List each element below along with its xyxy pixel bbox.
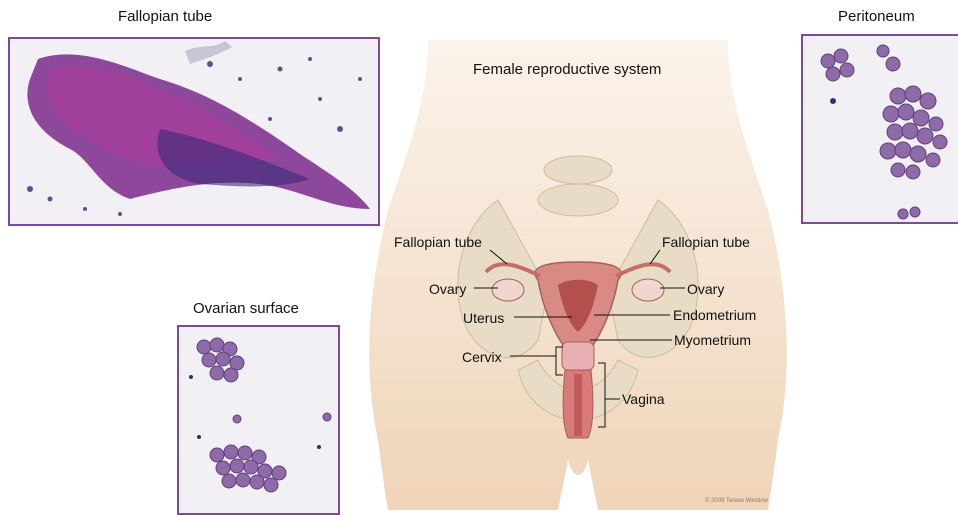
label-fallopian-tube-right: Fallopian tube xyxy=(662,234,750,250)
label-vagina: Vagina xyxy=(622,391,665,407)
label-myometrium: Myometrium xyxy=(674,332,751,348)
label-fallopian-tube-left: Fallopian tube xyxy=(394,234,482,250)
copyright-notice: © 2009 Terese Winslow xyxy=(705,498,768,504)
label-ovary-right: Ovary xyxy=(687,281,724,297)
label-ovary-left: Ovary xyxy=(429,281,466,297)
label-cervix: Cervix xyxy=(462,349,502,365)
label-endometrium: Endometrium xyxy=(673,307,756,323)
label-uterus: Uterus xyxy=(463,310,504,326)
